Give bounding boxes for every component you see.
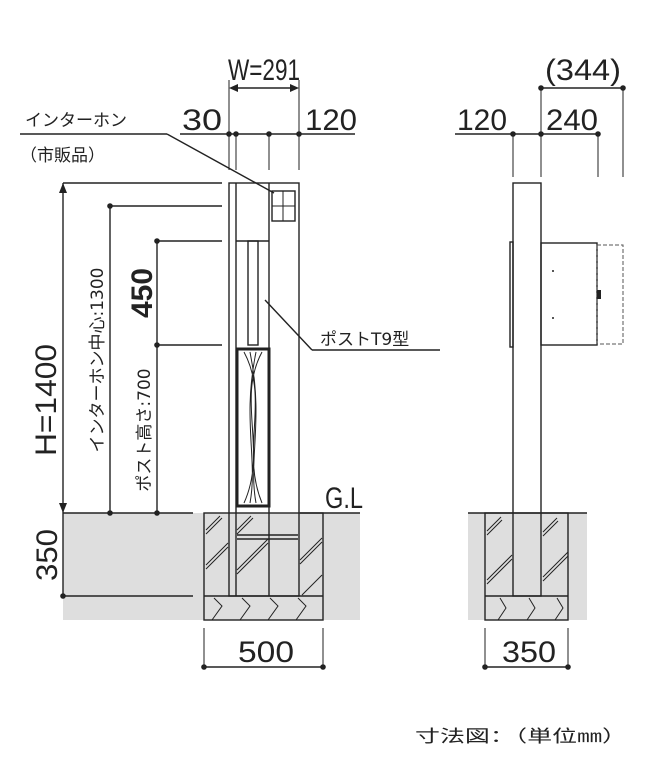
post-height-label: ポスト高さ:700 [135, 368, 155, 491]
ground-front [63, 513, 360, 620]
post-model-label: ポストT9型 [320, 330, 409, 350]
foundation-width-side-label: 350 [502, 636, 556, 669]
intercom-note: （市販品） [20, 146, 105, 166]
intercom-offset-label: 120 [305, 104, 357, 137]
height-total-label: H=1400 [30, 344, 63, 456]
mailbox-height-label: 450 [126, 268, 159, 318]
foundation-width-front-label: 500 [238, 636, 294, 669]
ground-level-label: G.L [325, 482, 363, 515]
side-view [455, 85, 626, 670]
front-dimensions [20, 80, 440, 670]
side-mailbox-label: 240 [546, 104, 598, 137]
intercom-label: インターホン [25, 111, 127, 131]
mailbox-side [540, 242, 598, 346]
post-front [228, 182, 300, 597]
foundation-depth-label: 350 [31, 529, 64, 581]
ground-side [468, 513, 587, 620]
front-view [203, 182, 324, 621]
caption: 寸法図：（単位㎜） [415, 727, 627, 747]
width-label: W=291 [228, 54, 300, 87]
mailbox-slot [247, 240, 259, 346]
side-total-label: (344) [545, 54, 621, 87]
post-side [512, 182, 542, 597]
intercom-center-label: インターホン中心:1300 [88, 268, 108, 453]
side-post-label: 120 [457, 104, 507, 137]
left-offset-label: 30 [182, 104, 222, 137]
